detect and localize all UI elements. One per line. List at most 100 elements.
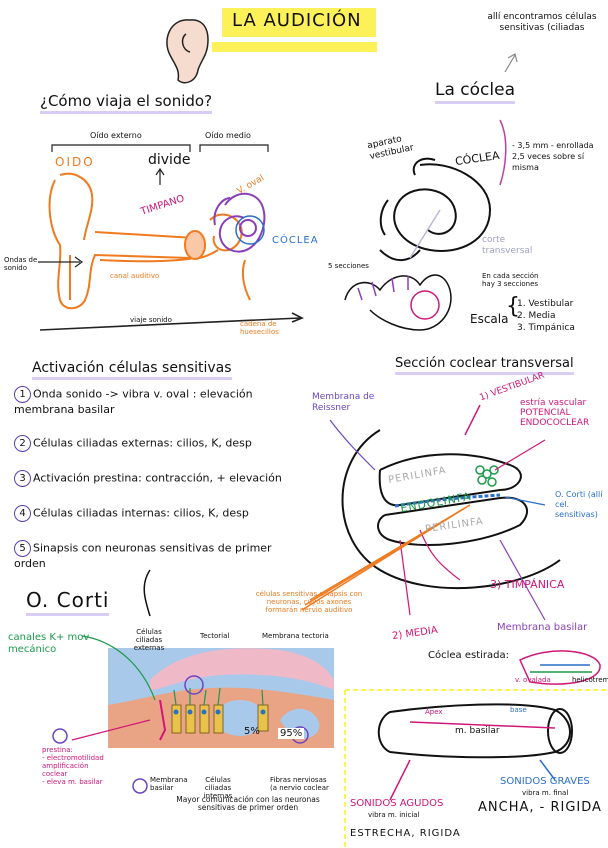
label-oido: OIDO — [55, 155, 95, 169]
bracket-middle — [199, 144, 269, 152]
graves-arrow — [539, 759, 556, 781]
label-pct5: 5% — [244, 726, 260, 737]
label-oido-medio: Oído medio — [205, 131, 251, 140]
label-estrecha: ESTRECHA, RIGIDA — [350, 828, 461, 839]
escala-list: 1. Vestibular 2. Media 3. Timpánica — [517, 298, 575, 334]
estria-arrow — [494, 439, 546, 471]
corti-heading: O. Corti — [26, 588, 110, 616]
label-base: base — [510, 706, 527, 714]
cochlea-bracket — [499, 119, 507, 186]
corti-bottom-label: Células ciliadas internas — [203, 776, 233, 800]
label-timpanica: 3) TIMPÁNICA — [490, 578, 565, 591]
page-title: LA AUDICIÓN — [222, 8, 376, 37]
label-ancha: ANCHA, - RIGIDA — [478, 800, 602, 815]
note-arrow — [504, 53, 518, 73]
activation-heading: Activación células sensitivas — [32, 360, 232, 380]
label-reissner: Membrana de Reissner — [312, 392, 375, 413]
prestina-line: - eleva m. basilar — [42, 778, 103, 786]
escala-brace: { — [506, 294, 520, 319]
basilar-arrow — [499, 539, 546, 621]
prestina-line: - electromotilidad — [42, 754, 104, 762]
label-corte: corte transversal — [482, 235, 533, 256]
corti-footer: Mayor comunicación con las neuronas sens… — [176, 795, 320, 812]
corte-line — [409, 209, 441, 259]
vest-arrow — [464, 404, 481, 436]
step-number: 2 — [14, 435, 31, 452]
label-canal: canal auditivo — [110, 272, 160, 280]
label-divide: divide — [148, 152, 191, 168]
label-pct95: 95% — [278, 728, 305, 739]
label-oido-externo: Oído externo — [90, 131, 142, 140]
step-1-circle — [132, 778, 148, 794]
activation-text: Células ciliadas externas: cilios, K, de… — [33, 436, 252, 450]
corti-bottom-label: Fibras nerviosas (a nervio coclear — [270, 776, 329, 792]
canales-arrow — [81, 635, 156, 701]
ear-anatomy-diagram — [48, 172, 251, 310]
label-graves-sub: vibra m. final — [522, 789, 569, 797]
escala-item: 1. Vestibular — [517, 299, 574, 309]
media-arrow — [399, 539, 411, 616]
prestina-arrow — [71, 719, 151, 741]
activation-text: Onda sonido -> vibra v. oval : elevación… — [14, 387, 253, 417]
bracket-outer — [51, 144, 191, 152]
step-3-circle — [52, 728, 68, 744]
stretched-membrane — [409, 721, 556, 729]
escala-item: 3. Timpánica — [517, 323, 575, 333]
sound-heading: ¿Cómo viaja el sonido? — [40, 92, 213, 114]
corti-bottom-label: Membrana basilar — [150, 776, 188, 792]
tymp-arrow — [419, 529, 461, 581]
step-number: 5 — [14, 540, 31, 557]
label-ondas: Ondas de sonido — [4, 256, 38, 272]
cochlea-drawing — [379, 157, 492, 262]
note-top-right: allí encontramos células sensitivas (cil… — [487, 12, 597, 33]
stretched-heading: Cóclea estirada: — [428, 650, 509, 661]
prestina-block: prestina: - electromotilidad amplificaci… — [42, 746, 112, 786]
step-number: 4 — [14, 505, 31, 522]
title-highlight — [212, 42, 377, 52]
label-apex: Ápex — [425, 708, 443, 716]
label-cadena: cadena de huesecillos — [240, 320, 279, 336]
cochlea-circle — [235, 215, 265, 245]
corti-curve — [143, 569, 151, 617]
label-escala: Escala — [470, 312, 509, 326]
activation-text: Células ciliadas internas: cilios, K, de… — [33, 506, 249, 520]
label-secciones: 5 secciones — [328, 262, 369, 270]
label-basilar: Membrana basilar — [497, 622, 588, 633]
travel-arrow — [39, 312, 304, 331]
label-cada-seccion: En cada sección hay 3 secciones — [482, 272, 539, 288]
agudos-arrow — [389, 759, 411, 801]
step-number: 1 — [14, 386, 31, 403]
label-corti: O. Corti (allí cel. sensitivas) — [555, 490, 603, 519]
activation-text: Sinapsis con neuronas sensitivas de prim… — [14, 541, 272, 571]
waves-arrow — [38, 256, 84, 268]
reissner-arrow — [329, 419, 376, 471]
corti-row — [394, 493, 501, 508]
label-helicotrema: helicotrema — [572, 676, 608, 684]
step-number: 3 — [14, 470, 31, 487]
label-canales: canales K+ mov mecánico — [8, 632, 90, 655]
label-orange-note: células sensitivas sinapsis con neuronas… — [255, 590, 363, 614]
transversal-section — [341, 429, 561, 590]
stretched-cochlea-small — [519, 650, 601, 685]
orange-fibers — [301, 504, 471, 611]
corti-top-label: Células ciliadas externas — [133, 628, 165, 652]
label-estria: estría vascular POTENCIAL ENDOCOCLEAR — [520, 398, 590, 428]
label-ventana: v. ovalada — [515, 676, 551, 684]
activation-text: Activación prestina: contracción, + elev… — [33, 471, 282, 485]
step-2-circle — [184, 675, 204, 695]
transversal-heading: Sección coclear transversal — [395, 356, 574, 375]
corti-arrow — [504, 496, 546, 506]
escala-item: 2. Media — [517, 311, 556, 321]
label-graves: SONIDOS GRAVES — [500, 776, 590, 787]
label-viaje: viaje sonido — [130, 316, 172, 324]
stretched-cochlea-drawing — [377, 703, 573, 759]
inner-ear-sketch — [213, 192, 266, 253]
green-loops — [475, 465, 499, 487]
label-agudos-sub: vibra m. inicial — [368, 811, 420, 819]
